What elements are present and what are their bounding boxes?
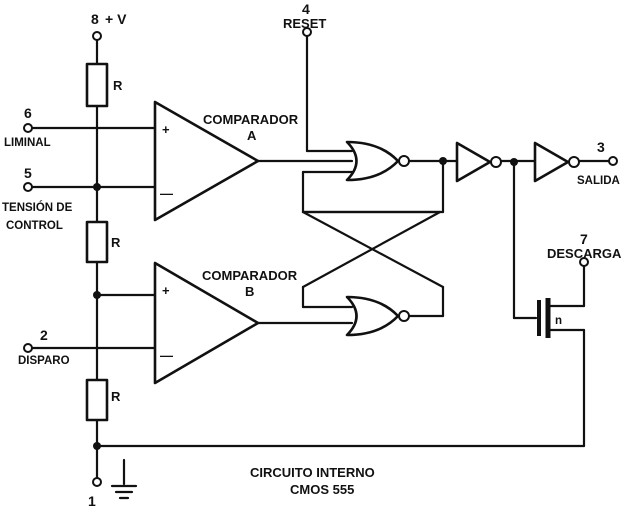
pin-6-label: LIMINAL bbox=[4, 137, 51, 149]
resistor-middle bbox=[85, 220, 109, 264]
comparator-b bbox=[153, 261, 260, 385]
pin-5-number: 5 bbox=[24, 165, 32, 181]
pin-5-terminal bbox=[23, 182, 33, 192]
comparator-a bbox=[153, 100, 260, 222]
diagram-title-line2: CMOS 555 bbox=[290, 482, 354, 497]
inverter-1 bbox=[455, 141, 492, 183]
pin-7-number: 7 bbox=[580, 231, 588, 247]
comparator-b-minus: — bbox=[160, 348, 173, 363]
pin-8-terminal bbox=[92, 31, 102, 41]
pin-2-terminal bbox=[23, 343, 33, 353]
inverter-1-bubble bbox=[490, 156, 502, 168]
ground-symbol bbox=[110, 458, 138, 500]
resistor-top bbox=[85, 62, 109, 108]
discharge-transistor bbox=[537, 298, 551, 338]
pin-3-terminal bbox=[608, 156, 618, 166]
resistor-bottom-label: R bbox=[111, 389, 121, 404]
pin-7-terminal bbox=[579, 257, 589, 267]
pin-8-label: + V bbox=[105, 11, 127, 27]
pin-3-label: SALIDA bbox=[577, 175, 620, 187]
pin-4-terminal bbox=[302, 27, 312, 37]
resistor-top-label: R bbox=[113, 78, 123, 93]
diagram-title-line1: CIRCUITO INTERNO bbox=[250, 465, 375, 480]
pin-5-label-line2: CONTROL bbox=[6, 220, 63, 232]
transistor-label: n bbox=[555, 315, 562, 327]
comparator-b-plus: + bbox=[162, 283, 170, 298]
nor-gate-top-bubble bbox=[398, 155, 410, 167]
pin-2-number: 2 bbox=[40, 327, 48, 343]
nor-gate-top bbox=[345, 140, 400, 182]
pin-3-number: 3 bbox=[597, 139, 605, 155]
comparator-a-title: COMPARADOR bbox=[203, 112, 299, 127]
pin-7-label: DESCARGA bbox=[547, 246, 622, 261]
pin-4-number: 4 bbox=[302, 1, 310, 17]
nor-gate-bottom-bubble bbox=[398, 310, 410, 322]
junctions bbox=[93, 157, 518, 450]
resistor-middle-label: R bbox=[111, 235, 121, 250]
resistor-bottom bbox=[85, 378, 109, 422]
pin-6-terminal bbox=[23, 123, 33, 133]
nor-gate-bottom bbox=[345, 295, 400, 337]
pin-1-number: 1 bbox=[88, 493, 96, 509]
inverter-2-bubble bbox=[568, 156, 580, 168]
comparator-a-minus: — bbox=[160, 186, 173, 201]
comparator-b-title: COMPARADOR bbox=[202, 268, 298, 283]
pin-5-label-line1: TENSIÓN DE bbox=[2, 201, 73, 214]
pin-8-number: 8 bbox=[91, 11, 99, 27]
inverter-2 bbox=[533, 141, 570, 183]
pin-4-label: RESET bbox=[283, 16, 326, 31]
pin-2-label: DISPARO bbox=[18, 355, 70, 367]
pin-6-number: 6 bbox=[24, 105, 32, 121]
comparator-b-letter: B bbox=[245, 284, 254, 299]
pin-1-terminal bbox=[92, 477, 102, 487]
comparator-a-plus: + bbox=[162, 122, 170, 137]
logic-wires bbox=[95, 34, 611, 448]
input-wires bbox=[26, 126, 157, 350]
comparator-a-letter: A bbox=[247, 128, 257, 143]
